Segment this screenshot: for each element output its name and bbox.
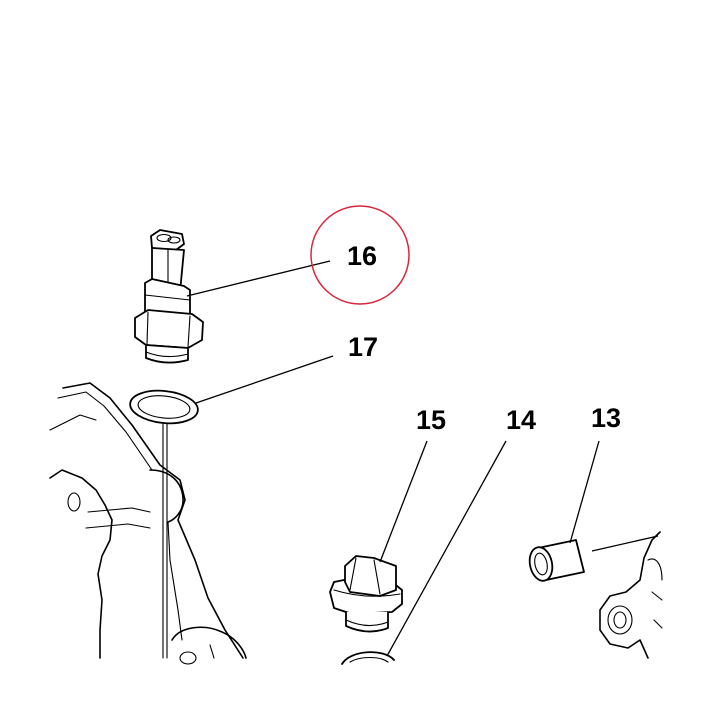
leader-17 (195, 355, 334, 404)
callout-14: 14 (506, 405, 536, 435)
highlight-circle (310, 205, 410, 305)
callout-16: 16 (347, 241, 377, 271)
leader-16 (186, 260, 331, 297)
leader-14 (386, 440, 507, 657)
callout-17: 17 (348, 332, 378, 362)
leader-15 (379, 440, 428, 563)
callout-15: 15 (416, 405, 446, 435)
engine-casing-left (49, 382, 247, 665)
sleeve-part-13 (528, 539, 585, 582)
oring-part-14 (341, 651, 395, 665)
plug-part-15 (329, 555, 403, 633)
callout-13: 13 (591, 403, 621, 433)
leader-13-housing (591, 535, 659, 552)
sensor-part-16 (134, 229, 204, 364)
leader-13 (569, 440, 600, 544)
housing-right (599, 531, 663, 659)
washer-part-17 (129, 389, 199, 425)
